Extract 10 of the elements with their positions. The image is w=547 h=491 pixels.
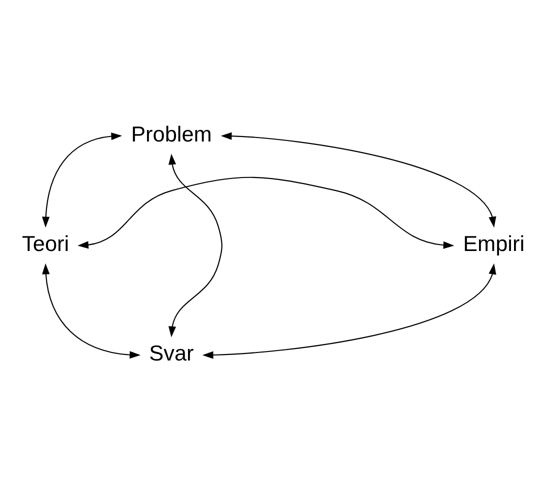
arrow	[220, 132, 496, 228]
arrow	[202, 263, 496, 359]
arrow	[42, 263, 141, 359]
arrow	[78, 176, 454, 249]
node-text: Empiri	[463, 230, 525, 256]
node-text: Svar	[149, 340, 194, 366]
node-text: Teori	[22, 230, 70, 256]
arrow	[42, 132, 122, 228]
node-text: Problem	[131, 121, 212, 146]
arrow	[168, 154, 222, 338]
